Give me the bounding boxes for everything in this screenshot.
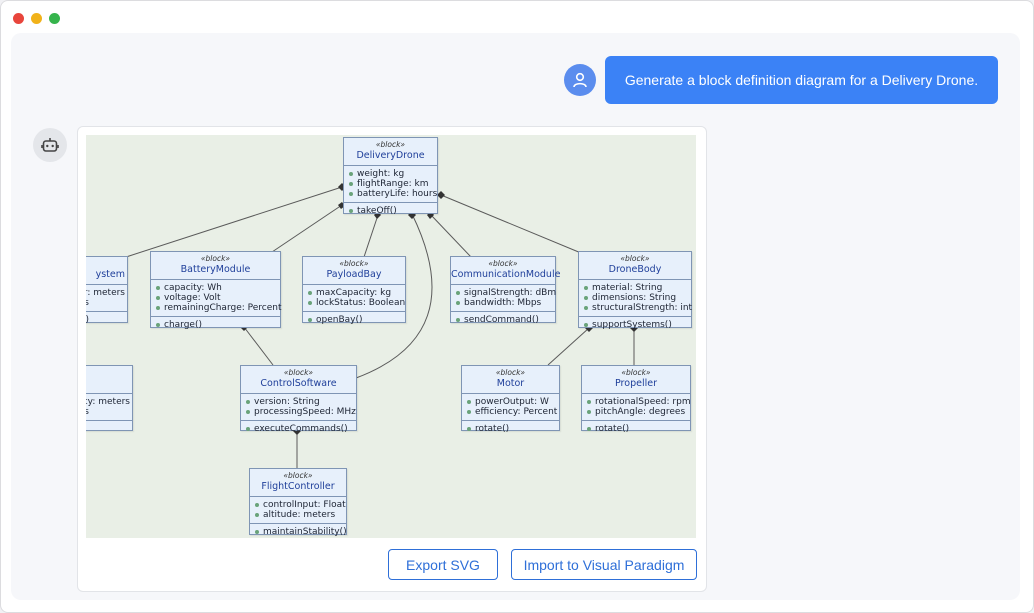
- composition-edge: [440, 194, 582, 254]
- user-icon: [564, 64, 596, 96]
- minimize-window-icon[interactable]: [31, 13, 42, 24]
- block-name: Motor: [496, 378, 525, 389]
- block-flightcontroller[interactable]: «block»FlightController controlInput: Fl…: [249, 468, 347, 537]
- block-operation: takeOff(): [357, 206, 397, 216]
- block-attribute: processingSpeed: MHz: [254, 407, 356, 417]
- block-attribute: lockStatus: Boolean: [316, 298, 406, 308]
- user-message: Generate a block definition diagram for …: [605, 56, 998, 104]
- block-partial-left-bottom[interactable]: acy: meters s: [86, 365, 133, 431]
- block-operation: charge(): [164, 320, 202, 330]
- block-name: BatteryModule: [180, 264, 251, 275]
- block-attribute: s: [86, 407, 89, 417]
- block-name: CommunicationModule: [451, 269, 561, 280]
- block-operation: ): [86, 315, 89, 325]
- composition-edge: [547, 327, 590, 366]
- block-stereotype: «block»: [375, 140, 406, 149]
- block-name: DroneBody: [608, 264, 662, 275]
- block-stereotype: «block»: [621, 368, 651, 377]
- block-name: ystem: [95, 269, 125, 280]
- block-operation: rotate(): [595, 424, 630, 434]
- block-propeller[interactable]: «block»Propeller rotationalSpeed: rpm pi…: [581, 365, 691, 434]
- composition-edge: [125, 186, 343, 258]
- block-attribute: dimensions: String: [592, 293, 677, 303]
- block-attribute: rotationalSpeed: rpm: [595, 397, 691, 407]
- block-operation: maintainStability(): [263, 527, 347, 537]
- block-operation: rotate(): [475, 424, 510, 434]
- block-attribute: rs: [86, 298, 89, 308]
- block-stereotype: «block»: [200, 254, 231, 263]
- block-definition-diagram: «block»DeliveryDrone weight: kg flightRa…: [86, 135, 696, 538]
- composition-diamond: [437, 191, 445, 199]
- block-attribute: capacity: Wh: [164, 283, 222, 293]
- block-dronebody[interactable]: «block»DroneBody material: String dimens…: [578, 251, 693, 330]
- block-attribute: bandwidth: Mbps: [464, 298, 542, 308]
- block-attribute: material: String: [592, 283, 663, 293]
- composition-edge: [363, 214, 379, 258]
- block-payloadbay[interactable]: «block»PayloadBay maxCapacity: kg lockSt…: [302, 256, 406, 325]
- block-attribute: voltage: Volt: [164, 293, 221, 303]
- block-attribute: flightRange: km: [357, 179, 429, 189]
- block-operation: executeCommands(): [254, 424, 348, 434]
- block-stereotype: «block»: [283, 368, 314, 377]
- block-batterymodule[interactable]: «block»BatteryModule capacity: Wh voltag…: [150, 251, 282, 330]
- block-attribute: powerOutput: W: [475, 397, 549, 407]
- block-attribute: controlInput: Float: [263, 500, 346, 510]
- composition-edge: [430, 214, 472, 258]
- block-name: DeliveryDrone: [356, 150, 425, 161]
- block-stereotype: «block»: [495, 368, 526, 377]
- block-deliverydrone[interactable]: «block»DeliveryDrone weight: kg flightRa…: [343, 137, 438, 216]
- block-stereotype: «block»: [620, 254, 650, 263]
- export-svg-button[interactable]: Export SVG: [388, 549, 498, 580]
- block-operation: supportSystems(): [592, 320, 672, 330]
- block-attribute: pitchAngle: degrees: [595, 407, 686, 417]
- block-attribute: version: String: [254, 397, 320, 407]
- block-stereotype: «block»: [283, 471, 313, 480]
- robot-icon: [33, 128, 67, 162]
- close-window-icon[interactable]: [13, 13, 24, 24]
- block-attribute: weight: kg: [357, 169, 405, 179]
- block-attribute: remainingCharge: Percent: [164, 303, 282, 313]
- import-visual-paradigm-button[interactable]: Import to Visual Paradigm: [511, 549, 697, 580]
- composition-edge: [355, 213, 433, 379]
- block-name: PayloadBay: [326, 269, 382, 280]
- block-controlsoftware[interactable]: «block»ControlSoftware version: String p…: [240, 365, 357, 434]
- composition-edge: [243, 326, 274, 366]
- block-motor[interactable]: «block»Motor powerOutput: W efficiency: …: [461, 365, 560, 434]
- composition-edge: [271, 204, 343, 253]
- block-stereotype: «block»: [339, 259, 369, 268]
- block-operation: openBay(): [316, 315, 363, 325]
- block-attribute: efficiency: Percent: [475, 407, 558, 417]
- maximize-window-icon[interactable]: [49, 13, 60, 24]
- block-attribute: altitude: meters: [263, 510, 336, 520]
- block-name: Propeller: [615, 378, 657, 389]
- block-communicationmodule[interactable]: «block»CommunicationModule signalStrengt…: [450, 256, 561, 325]
- block-attribute: signalStrength: dBm: [464, 288, 557, 298]
- block-name: FlightController: [261, 481, 335, 492]
- block-operation: sendCommand(): [464, 315, 539, 325]
- block-attribute: maxCapacity: kg: [316, 288, 392, 298]
- block-attribute: r: meters: [86, 288, 125, 298]
- block-attribute: batteryLife: hours: [357, 189, 438, 199]
- block-partial-left-top[interactable]: «block»ystem r: meters rs ): [86, 256, 128, 325]
- block-attribute: structuralStrength: int: [592, 303, 693, 313]
- block-attribute: acy: meters: [86, 397, 130, 407]
- block-name: ControlSoftware: [260, 378, 337, 389]
- block-stereotype: «block»: [488, 259, 518, 268]
